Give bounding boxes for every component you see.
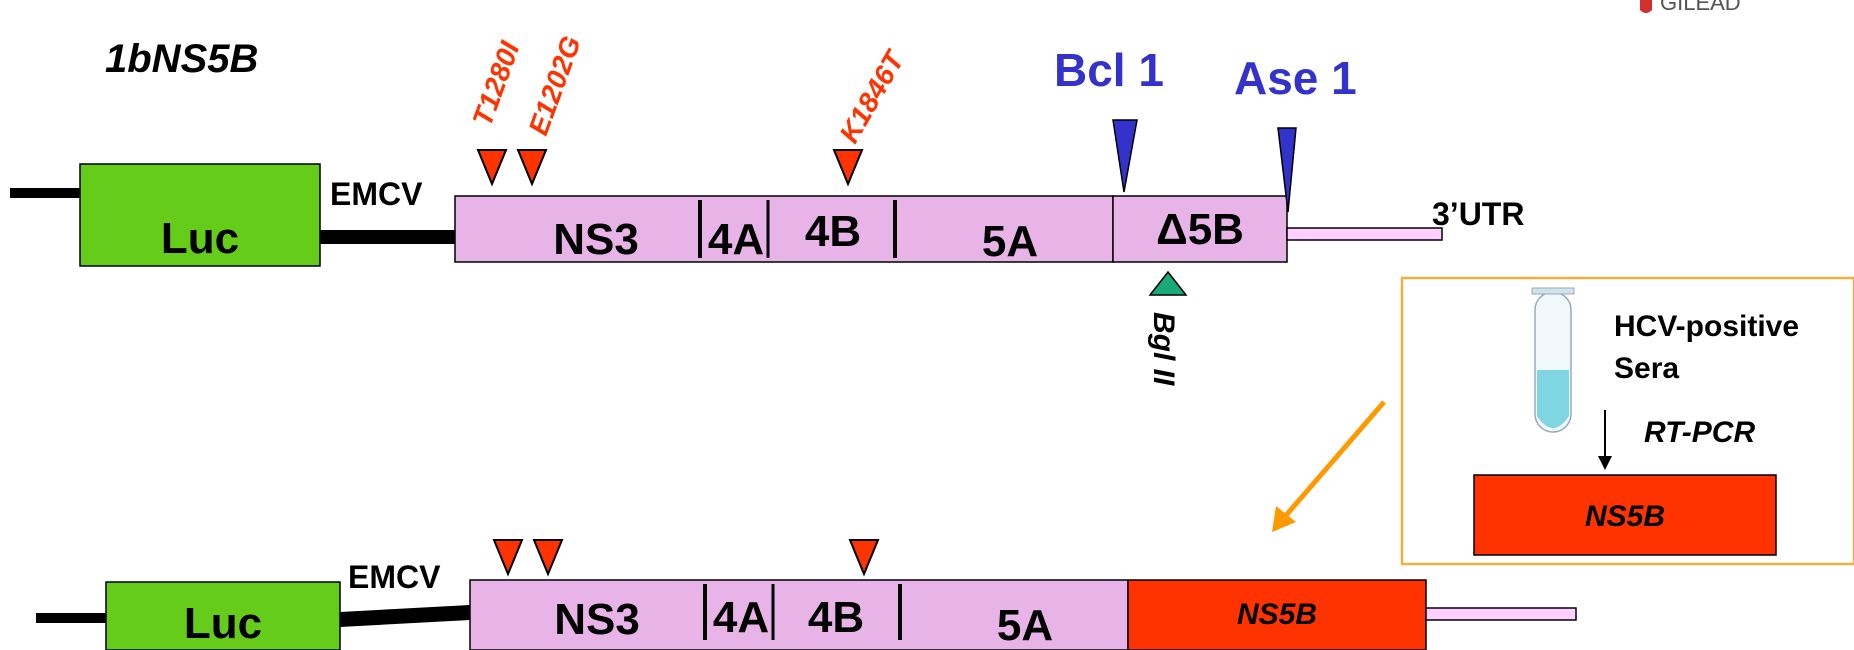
top-ns-polyprotein-box (454, 195, 1114, 263)
gilead-logo: GILEAD (1640, 0, 1741, 15)
top-delta5b-label: Δ5B (1156, 205, 1244, 254)
bcl-site-label: Bcl 1 (1054, 44, 1164, 96)
inset-ns5b-product-label: NS5B (1585, 500, 1665, 533)
bgl-site-marker (1148, 270, 1188, 296)
top-emcv-line (320, 230, 455, 244)
top-ns3-label: NS3 (553, 215, 639, 264)
top-luc-label: Luc (161, 214, 239, 263)
mutation-label-e1202g: E1202G (523, 32, 587, 139)
bottom-ns5b-label: NS5B (1237, 598, 1317, 631)
top-3utr-tail (1286, 227, 1443, 241)
bottom-emcv-line (340, 605, 470, 627)
bottom-mutation-marker-1 (492, 539, 524, 577)
gilead-logo-mark (1640, 0, 1652, 13)
inset-arrow-head (1598, 456, 1612, 470)
bgl-site-label: Bgl II (1147, 312, 1180, 386)
mutation-label-k1846t: K1846T (833, 44, 911, 148)
top-construct: Luc EMCV NS3 4A 4B 5A Δ5B 3’UTR Bgl II (10, 119, 1524, 386)
inset-ns5b-product-box (1473, 474, 1777, 556)
bottom-4a-label: 4A (713, 593, 769, 642)
inset-sera-line1: HCV-positive (1614, 310, 1799, 343)
top-emcv-label: EMCV (330, 176, 423, 212)
bottom-construct: Luc EMCV NS3 4A 4B 5A NS5B (36, 539, 1577, 650)
bottom-luc-box (105, 581, 341, 650)
mutation-marker-e1202g (516, 149, 548, 187)
top-4a-label: 4A (708, 215, 764, 264)
inset-panel: HCV-positive Sera RT-PCR NS5B (1400, 276, 1854, 566)
bottom-left-line (36, 613, 106, 623)
bottom-3utr-tail (1425, 607, 1577, 621)
gilead-logo-text: GILEAD (1660, 0, 1741, 15)
top-5a-label: 5A (982, 217, 1038, 266)
bottom-ns-polyprotein-box (469, 579, 1129, 650)
top-luc-box (79, 163, 321, 267)
bottom-mutation-marker-2 (532, 539, 564, 577)
bottom-luc-label: Luc (184, 599, 262, 648)
bottom-ns3-label: NS3 (554, 595, 640, 644)
ase-site-marker (1277, 127, 1297, 213)
bottom-emcv-label: EMCV (348, 559, 441, 595)
bottom-4b-label: 4B (808, 593, 864, 642)
mutation-marker-t1280i (476, 149, 508, 187)
bottom-mutation-marker-3 (848, 539, 880, 577)
ase-site-label: Ase 1 (1234, 52, 1357, 104)
construct-name: 1bNS5B (105, 37, 258, 81)
mutation-label-t1280i: T1280I (467, 36, 526, 130)
bottom-5a-label: 5A (997, 601, 1053, 650)
top-left-line (10, 188, 80, 198)
mutation-marker-k1846t (832, 149, 864, 187)
inset-sera-line2: Sera (1614, 352, 1679, 385)
inset-rtpcr-label: RT-PCR (1644, 416, 1755, 449)
orange-arrow (1272, 400, 1386, 532)
top-4b-label: 4B (805, 207, 861, 256)
test-tube-icon (1531, 287, 1575, 433)
bcl-site-marker (1112, 119, 1138, 193)
top-delta5b-box (1112, 195, 1288, 263)
top-3utr-label: 3’UTR (1432, 196, 1524, 232)
